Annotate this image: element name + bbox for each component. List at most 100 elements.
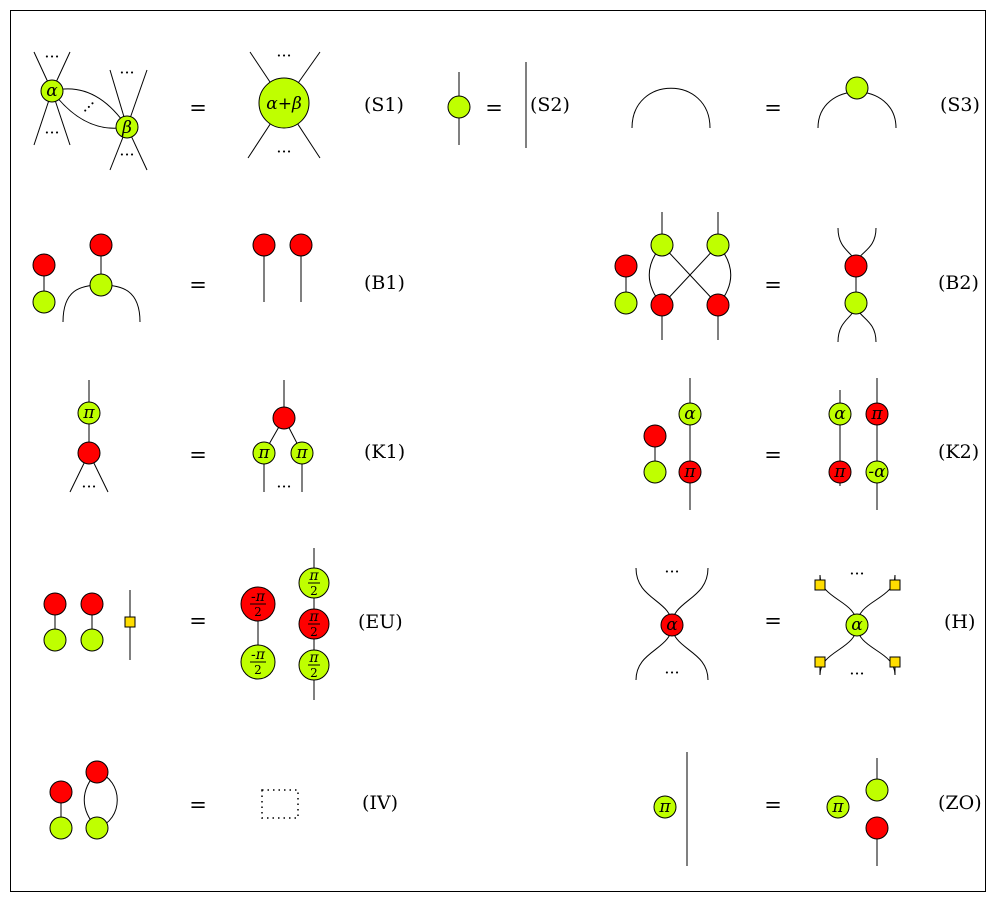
green-spider — [43, 628, 67, 652]
dots: ··· — [276, 46, 291, 65]
label-alpha: α — [684, 404, 696, 424]
label-neg-pi: -π — [251, 647, 266, 663]
label-neg-alpha: -α — [868, 462, 886, 482]
rule-label-zo: (ZO) — [938, 792, 982, 814]
label-alpha: α — [851, 615, 863, 635]
green-spider — [89, 273, 113, 297]
red-spider — [49, 780, 73, 804]
empty-diagram — [261, 789, 299, 819]
equals-sign: = — [764, 443, 782, 467]
label-alpha: α — [834, 404, 846, 424]
equals-sign: = — [189, 443, 207, 467]
green-spider-neg-alpha — [865, 460, 889, 484]
green-spider — [865, 778, 889, 802]
green-spider — [650, 233, 674, 257]
green-spider-alpha — [678, 402, 702, 426]
green-spider-alpha — [828, 402, 852, 426]
equals-sign: = — [189, 96, 207, 120]
bialgebra-wires — [648, 212, 732, 340]
diagonal-dots: ··· — [77, 95, 101, 119]
red-spider — [80, 592, 104, 616]
red-spider-alpha — [660, 613, 684, 637]
bialgebra-rhs-wires — [837, 227, 877, 343]
red-spider — [32, 253, 56, 277]
green-spider-alpha — [845, 613, 869, 637]
red-spider — [89, 233, 113, 257]
green-spider — [85, 816, 109, 840]
green-spider — [706, 233, 730, 257]
equals-sign: = — [764, 273, 782, 297]
green-spider — [49, 816, 73, 840]
green-spider-pi — [826, 795, 850, 819]
dots: ··· — [44, 123, 59, 142]
red-spider — [643, 424, 667, 448]
hadamard-box — [814, 656, 826, 668]
green-spider — [614, 291, 638, 315]
red-spider — [844, 254, 868, 278]
red-spider — [272, 406, 296, 430]
red-spider — [77, 441, 101, 465]
label-two: 2 — [254, 663, 262, 677]
label-pi: π — [257, 443, 270, 463]
label-pi: π — [308, 568, 319, 584]
rule-label-eu: (EU) — [358, 611, 403, 633]
red-spider — [650, 293, 674, 317]
label-alpha: α — [666, 615, 678, 635]
rule-s1-lhs-spiders: α β ··· ··· ··· ··· ··· — [40, 47, 139, 164]
red-spider — [865, 816, 889, 840]
green-spider-sum — [258, 77, 310, 129]
green-spider — [643, 460, 667, 484]
dots: ··· — [276, 142, 291, 161]
rule-label-s3: (S3) — [940, 94, 980, 116]
dots: ··· — [849, 564, 864, 583]
red-spider-pi — [865, 402, 889, 426]
red-spider — [252, 233, 276, 257]
rule-label-s1: (S1) — [364, 94, 404, 116]
label-two: 2 — [254, 605, 262, 619]
label-pi: π — [295, 443, 308, 463]
hadamard-box — [889, 579, 901, 591]
green-spider — [845, 76, 869, 100]
label-pi: π — [870, 404, 883, 424]
green-spider-pi — [290, 441, 314, 465]
green-spider — [80, 628, 104, 652]
red-spider — [43, 592, 67, 616]
rule-label-k1: (K1) — [364, 441, 405, 463]
label-pi: π — [831, 797, 844, 817]
red-spider-pi — [678, 460, 702, 484]
green-spider-pi — [77, 401, 101, 425]
label-two: 2 — [310, 666, 318, 680]
cup-wire — [631, 87, 711, 129]
red-spider — [706, 293, 730, 317]
dots: ··· — [276, 477, 291, 496]
hadamard-box — [814, 579, 826, 591]
equals-sign: = — [189, 273, 207, 297]
dots: ··· — [119, 63, 134, 82]
equals-sign: = — [189, 793, 207, 817]
label-two: 2 — [310, 584, 318, 598]
k1-lhs-wires — [69, 380, 109, 493]
equals-sign: = — [764, 793, 782, 817]
green-spider-beta — [115, 115, 139, 139]
green-spider — [447, 95, 471, 119]
equals-sign: = — [485, 96, 503, 120]
red-spider — [85, 760, 109, 784]
dots: ··· — [44, 47, 59, 66]
green-spider — [32, 290, 56, 314]
rule-label-b2: (B2) — [938, 272, 979, 294]
k1-rhs-wires — [263, 380, 303, 492]
label-alpha-plus-beta: α+β — [266, 94, 302, 114]
label-pi: π — [82, 403, 95, 423]
rule-label-k2: (K2) — [938, 441, 979, 463]
green-spider-pi — [653, 795, 677, 819]
green-spider — [844, 291, 868, 315]
figure-frame — [10, 10, 986, 892]
green-spider-alpha — [40, 79, 64, 103]
hadamard-box — [124, 616, 136, 628]
dots: ··· — [664, 663, 679, 682]
dots: ··· — [119, 145, 134, 164]
rule-label-s2: (S2) — [530, 94, 570, 116]
rule-label-h: (H) — [944, 611, 975, 633]
red-spider-pi — [828, 460, 852, 484]
